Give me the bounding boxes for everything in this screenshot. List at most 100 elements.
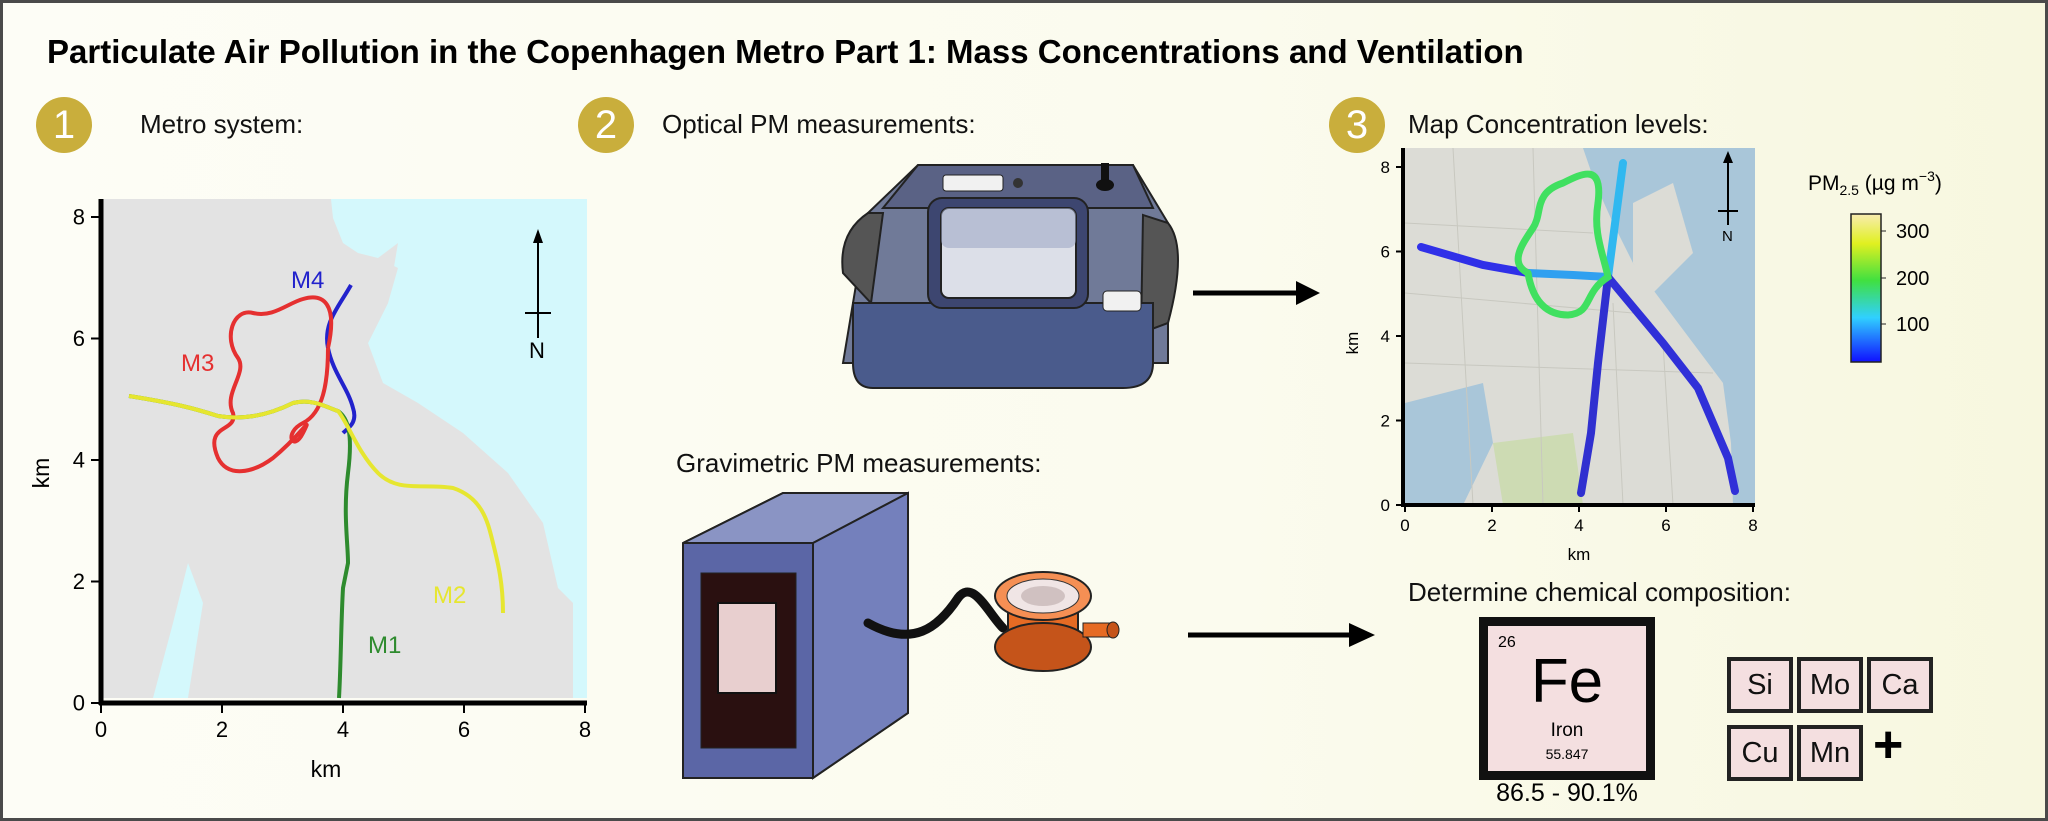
- y-tick-label: 2: [1381, 411, 1390, 430]
- element-tile-iron: 26 Fe Iron 55.847: [1479, 617, 1655, 780]
- map-north-label: N: [1722, 228, 1733, 245]
- peninsula: [443, 543, 543, 663]
- x-tick-label: 6: [1661, 516, 1670, 535]
- map-north-arrow-icon: [1723, 151, 1733, 163]
- colorbar-tick-100: 100: [1896, 314, 1929, 336]
- street-grid: [1404, 147, 1714, 506]
- device-inlet: [1101, 163, 1109, 183]
- x-tick-label: 4: [337, 717, 349, 742]
- filter-holder-base: [994, 622, 1092, 672]
- map-y-axis-label: km: [1343, 332, 1362, 355]
- optical-pm-device: [841, 163, 1179, 389]
- line-label-m2: M2: [433, 582, 466, 609]
- device-screen-glare: [941, 208, 1076, 248]
- y-tick-label: 0: [73, 691, 85, 716]
- device-left-grip: [841, 212, 885, 306]
- y-tick-label: 8: [1381, 158, 1390, 177]
- harbour-water: [1583, 148, 1755, 505]
- y-tick-label: 6: [1381, 242, 1390, 261]
- park-area: [1493, 433, 1583, 505]
- section-2-badge: 2: [578, 97, 634, 153]
- device-label-plate: [942, 174, 1004, 192]
- device-button: [1102, 290, 1142, 312]
- gravimetric-label: Gravimetric PM measurements:: [676, 448, 1042, 478]
- iron-atomic-mass: 55.847: [1545, 746, 1589, 762]
- harbour-island: [1633, 183, 1693, 293]
- element-tile-mo: Mo: [1797, 657, 1863, 713]
- y-tick-label: 0: [1381, 496, 1390, 515]
- x-tick-label: 2: [1487, 516, 1496, 535]
- filter-deposit: [1021, 586, 1065, 606]
- colorbar-tick-300: 300: [1896, 221, 1929, 243]
- route-centre: [1524, 269, 1612, 281]
- composition-label: Determine chemical composition:: [1408, 577, 1791, 607]
- metro-map: M4 M3 M2 M1 N 0 2 4 6 8 0 2 4 6 8 km km: [28, 199, 591, 782]
- gravimetric-sampler: [682, 491, 1120, 780]
- device-indicator: [1013, 178, 1023, 188]
- x-axis-label: km: [311, 756, 342, 782]
- x-tick-label: 8: [1748, 516, 1757, 535]
- x-tick-label: 2: [216, 717, 228, 742]
- element-tile-cu: Cu: [1727, 725, 1793, 781]
- y-tick-label: 4: [73, 448, 85, 473]
- y-tick-label: 6: [73, 326, 85, 351]
- iron-name: Iron: [1550, 720, 1584, 741]
- iron-symbol: Fe: [1530, 647, 1604, 716]
- y-tick-label: 2: [73, 569, 85, 594]
- arrow-to-map: [1193, 281, 1320, 305]
- sampler-box-side: [812, 491, 909, 780]
- sampler-window: [717, 602, 777, 694]
- line-label-m4: M4: [291, 267, 324, 294]
- x-tick-label: 0: [95, 717, 107, 742]
- element-tile-ca: Ca: [1867, 657, 1933, 713]
- route-m4-north: [1604, 159, 1627, 281]
- colorbar-tick-200: 200: [1896, 268, 1929, 290]
- plus-sign: +: [1873, 716, 1904, 774]
- route-m1-south: [1577, 273, 1612, 497]
- section-1-label: Metro system:: [140, 109, 304, 139]
- y-axis-label: km: [28, 458, 54, 489]
- arrow-right-icon: [1296, 281, 1320, 305]
- element-tile-si: Si: [1727, 657, 1793, 713]
- section-3-badge: 3: [1329, 97, 1385, 153]
- metro-line-m2: [128, 394, 505, 614]
- north-label: N: [529, 338, 545, 363]
- section-1-badge: 1: [36, 97, 92, 153]
- iron-atomic-number: 26: [1498, 634, 1516, 651]
- element-tile-mn: Mn: [1797, 725, 1863, 781]
- arrow-to-composition: [1188, 623, 1375, 647]
- x-tick-label: 4: [1574, 516, 1583, 535]
- north-arrow-icon: [533, 229, 543, 243]
- y-tick-label: 4: [1381, 327, 1390, 346]
- figure-title: Particulate Air Pollution in the Copenha…: [47, 33, 1524, 70]
- device-inlet-base: [1096, 179, 1114, 191]
- y-tick-label: 8: [73, 205, 85, 230]
- route-m1-m2-west: [1417, 243, 1532, 277]
- sampler-tube: [863, 587, 1008, 639]
- x-tick-label: 6: [458, 717, 470, 742]
- island: [358, 243, 398, 343]
- line-label-m1: M1: [368, 632, 401, 659]
- metro-line-m3: [212, 295, 334, 474]
- map-x-axis-label: km: [1568, 545, 1591, 563]
- iron-fraction: 86.5 - 90.1%: [1496, 779, 1638, 807]
- line-label-m3: M3: [181, 350, 214, 377]
- colorbar-label: PM2.5 (µg m−3): [1808, 168, 1942, 198]
- section-3-label: Map Concentration levels:: [1408, 109, 1709, 139]
- metro-line-m4: [325, 284, 357, 435]
- route-m2-east: [1604, 273, 1739, 495]
- x-tick-label: 8: [579, 717, 591, 742]
- colorbar-gradient: [1850, 213, 1882, 363]
- sea-area: [331, 199, 587, 698]
- pm25-colorbar: PM2.5 (µg m−3) 300 200 100: [1808, 168, 1942, 363]
- canal-water: [153, 563, 203, 698]
- section-2-label: Optical PM measurements:: [662, 109, 976, 139]
- arrow-right-icon: [1349, 623, 1375, 647]
- metro-map-ticks: 0 2 4 6 8 0 2 4 6 8: [73, 205, 591, 742]
- filter-holder-outlet-tip: [1106, 621, 1120, 639]
- device-base: [852, 302, 1154, 389]
- route-m3-ring: [1514, 170, 1612, 319]
